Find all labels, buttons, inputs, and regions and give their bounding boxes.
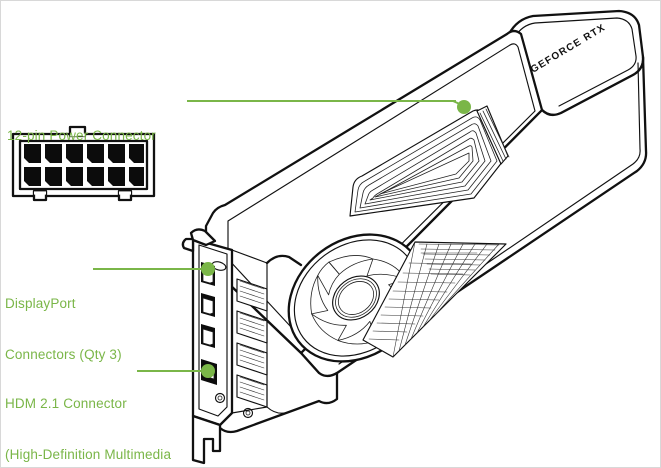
pin-cavity	[108, 167, 125, 186]
callout-hdmi-line-2: (High-Definition Multimedia	[5, 447, 172, 462]
callout-dot-dp	[201, 262, 215, 276]
heatsink-fins-upper-right	[476, 105, 510, 165]
callout-leader-power-tip	[452, 100, 463, 106]
fan-hub-center	[337, 281, 375, 315]
fin-stack-right-outline	[476, 105, 509, 165]
front-shroud-edge	[231, 249, 268, 414]
card-right-side-inner-edge	[338, 62, 641, 365]
heatsink-lower-stripes	[368, 241, 500, 358]
port-displayport-2	[201, 293, 215, 317]
pin-cavity	[87, 144, 104, 163]
connector-inner-frame	[18, 139, 149, 191]
callout-dp-line-2: Connectors (Qty 3)	[5, 347, 122, 362]
callout-dp-line-1: DisplayPort	[5, 296, 76, 311]
front-shroud-bottom-curve	[266, 400, 320, 414]
card-rear-top-inner-edge	[514, 17, 637, 107]
pin-cavity	[24, 144, 41, 163]
pin-cavity	[87, 167, 104, 186]
callout-dot-hdmi	[201, 364, 215, 378]
vent-grille-mesh	[239, 280, 265, 401]
callout-leaders	[93, 100, 471, 378]
pin-cavity	[66, 144, 83, 163]
callout-label-displayport: DisplayPort Connectors (Qty 3)	[5, 261, 122, 397]
port-displayport-3	[201, 324, 215, 348]
callout-label-power: 12-pin Power Connector	[7, 93, 156, 178]
pin-cavity	[108, 144, 125, 163]
heatsink-fins-upper	[349, 109, 504, 217]
pin-cavity	[129, 144, 144, 163]
dp-inner-3	[202, 328, 214, 346]
callout-power-line-1: 12-pin Power Connector	[7, 128, 156, 143]
pin-cavity	[45, 167, 62, 186]
power-connector-detail	[11, 125, 156, 202]
front-shroud-top-curve	[265, 254, 303, 267]
connector-bottom-tab-right	[117, 189, 133, 202]
bracket-top-hook	[181, 237, 195, 253]
card-top-inner-panel	[227, 43, 536, 342]
bracket-top-flange	[189, 228, 217, 247]
graphics-card: GEFORCE RTX	[181, 9, 648, 465]
pin-cavity	[129, 167, 144, 186]
pin-cavity	[24, 167, 41, 186]
heatsink-fins-lower	[362, 241, 507, 358]
bracket-screw-2-head	[245, 410, 251, 416]
bracket-screw-1-head	[217, 395, 223, 401]
connector-pin-grid	[24, 144, 144, 186]
bracket-bottom-tab	[191, 414, 222, 465]
io-bracket-inner-edge	[198, 244, 228, 417]
callout-label-hdmi: HDM 2.1 Connector (High-Definition Multi…	[5, 361, 172, 467]
dp-inner-2	[202, 297, 214, 315]
bracket-vent-grilles	[236, 278, 268, 408]
callout-hdmi-line-1: HDM 2.1 Connector	[5, 396, 127, 411]
pin-cavity	[66, 167, 83, 186]
connector-bottom-tab-left	[32, 189, 48, 202]
callout-dot-power	[457, 100, 471, 114]
pin-cavity	[45, 144, 62, 163]
